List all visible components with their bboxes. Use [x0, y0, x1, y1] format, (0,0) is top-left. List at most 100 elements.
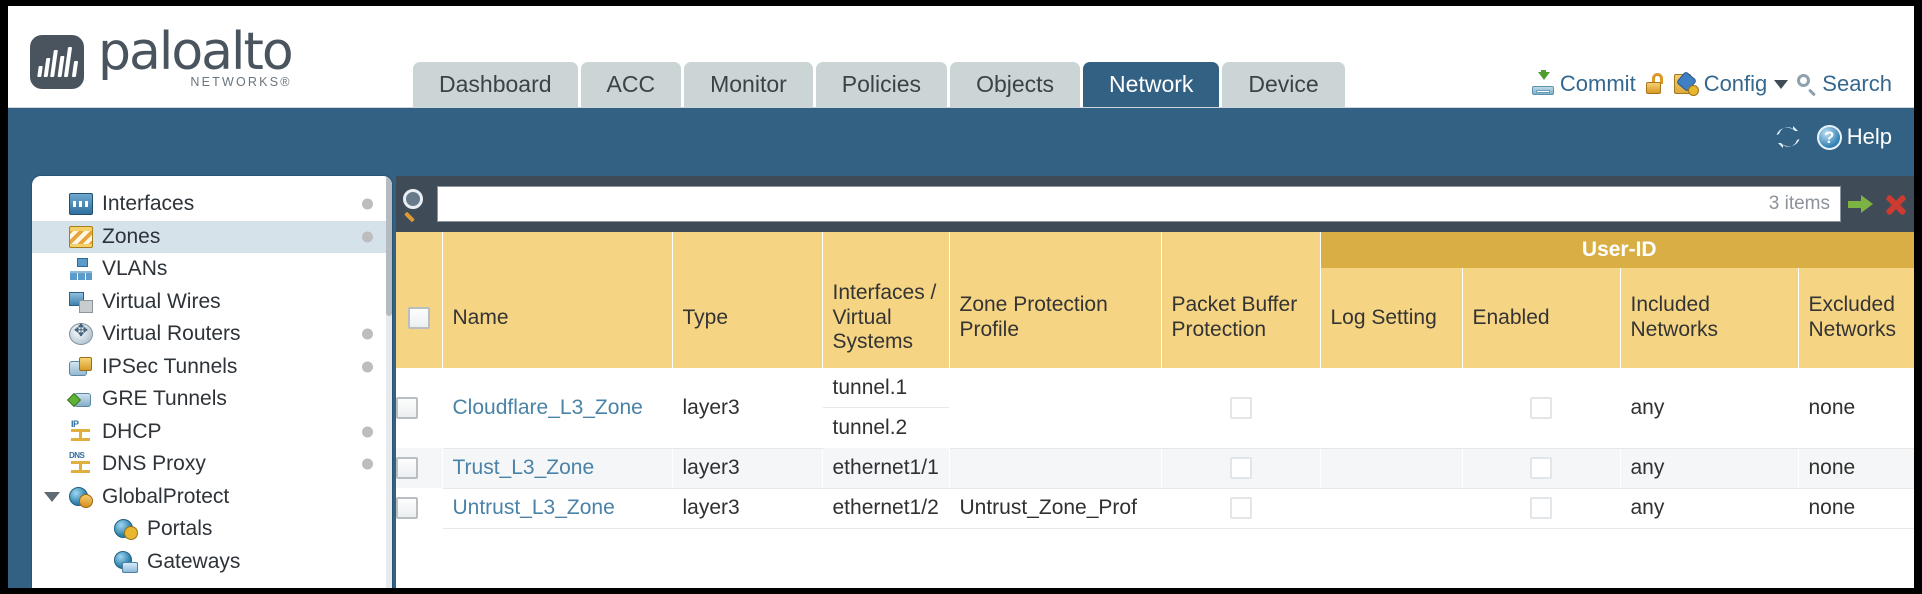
column-header-zone-protection-profile[interactable]: Zone Protection Profile [949, 268, 1162, 368]
cell-name[interactable]: Untrust_L3_Zone [442, 488, 673, 529]
user-id-enabled-checkbox[interactable] [1530, 497, 1552, 520]
packet-buffer-protection-checkbox[interactable] [1229, 397, 1252, 420]
row-checkbox[interactable] [396, 497, 418, 519]
zone-name-link[interactable]: Trust_L3_Zone [452, 456, 595, 479]
table-row[interactable]: Cloudflare_L3_Zone layer3 tunnel.1 tunne… [396, 368, 1914, 449]
tab-policies[interactable]: Policies [815, 61, 948, 107]
sidebar-item-interfaces[interactable]: Interfaces [32, 188, 392, 221]
sidebar-scroll-region: Interfaces Zones VLANs Virtual Wires [32, 188, 392, 588]
sidebar-scrollbar[interactable] [386, 176, 392, 588]
sidebar-item-dns-proxy[interactable]: DNS Proxy [32, 448, 392, 481]
search-input[interactable] [438, 188, 1769, 220]
cell-log-setting [1320, 448, 1463, 489]
table-group-header-row: User-ID [396, 232, 1914, 268]
main-tab-bar: Dashboard ACC Monitor Policies Objects N… [413, 61, 1345, 107]
select-all-header[interactable] [396, 268, 443, 368]
cell-type: layer3 [672, 488, 823, 529]
sidebar-item-dhcp[interactable]: DHCP [32, 416, 392, 449]
cell-name[interactable]: Cloudflare_L3_Zone [442, 368, 673, 449]
select-all-checkbox[interactable] [407, 307, 430, 330]
config-menu-button[interactable]: Config [1673, 70, 1789, 97]
tab-dashboard[interactable]: Dashboard [413, 61, 578, 107]
sidebar-item-virtual-routers[interactable]: Virtual Routers [32, 318, 392, 351]
status-dot [362, 458, 373, 470]
dhcp-icon [69, 419, 93, 443]
tab-device[interactable]: Device [1222, 61, 1345, 107]
sidebar-item-zones[interactable]: Zones [32, 220, 392, 253]
scrollbar-thumb[interactable] [386, 176, 392, 316]
zones-table-container: User-ID Name Type Interfaces / Virtual S… [396, 232, 1914, 588]
tab-monitor[interactable]: Monitor [684, 61, 813, 107]
sidebar-item-label: IPSec Tunnels [102, 354, 238, 378]
padlock-icon [1645, 73, 1665, 95]
tab-objects[interactable]: Objects [950, 61, 1081, 107]
tab-network[interactable]: Network [1083, 61, 1220, 107]
globalprotect-icon [69, 486, 93, 508]
sidebar-item-ipsec-tunnels[interactable]: IPSec Tunnels [32, 351, 392, 384]
cell-packet-buffer-protection[interactable] [1161, 368, 1321, 449]
search-field-wrapper[interactable]: 3 items [437, 186, 1841, 222]
cell-packet-buffer-protection[interactable] [1161, 488, 1321, 529]
cell-included-networks: any [1620, 448, 1799, 489]
refresh-icon[interactable] [1775, 125, 1801, 149]
table-row[interactable]: Untrust_L3_Zone layer3 ethernet1/2 Untru… [396, 488, 1914, 529]
status-dot [362, 426, 373, 438]
sidebar-item-label: Virtual Routers [102, 322, 241, 346]
user-id-enabled-checkbox[interactable] [1530, 397, 1552, 420]
packet-buffer-protection-checkbox[interactable] [1229, 457, 1252, 480]
search-button[interactable]: Search [1797, 71, 1892, 97]
user-id-enabled-checkbox[interactable] [1530, 457, 1552, 480]
sidebar-item-gre-tunnels[interactable]: GRE Tunnels [32, 383, 392, 416]
cell-user-id-enabled[interactable] [1462, 488, 1621, 529]
row-select-cell[interactable] [396, 448, 443, 488]
sidebar-item-virtual-wires[interactable]: Virtual Wires [32, 286, 392, 319]
cell-zone-protection-profile: Untrust_Zone_Prof [949, 488, 1162, 529]
sidebar-item-label: Portals [147, 517, 213, 541]
cell-name[interactable]: Trust_L3_Zone [442, 448, 673, 489]
row-checkbox[interactable] [396, 457, 418, 479]
column-header-log-setting[interactable]: Log Setting [1320, 268, 1463, 368]
column-header-excluded-networks[interactable]: Excluded Networks [1798, 268, 1914, 368]
column-header-interfaces[interactable]: Interfaces / Virtual Systems [822, 268, 950, 368]
help-button[interactable]: ? Help [1816, 124, 1892, 150]
portals-icon [114, 518, 138, 541]
zone-name-link[interactable]: Untrust_L3_Zone [452, 496, 615, 519]
column-header-type[interactable]: Type [672, 268, 823, 368]
column-header-packet-buffer-protection[interactable]: Packet Buffer Protection [1161, 268, 1321, 368]
status-dot [362, 328, 373, 340]
group-spacer [442, 232, 673, 268]
row-select-cell[interactable] [396, 368, 443, 448]
sidebar-item-label: DNS Proxy [102, 452, 206, 476]
row-checkbox[interactable] [396, 397, 418, 419]
table-row[interactable]: Trust_L3_Zone layer3 ethernet1/1 any [396, 448, 1914, 489]
cell-excluded-networks: none [1798, 448, 1914, 489]
expander-triangle-icon[interactable] [44, 491, 60, 502]
row-select-cell[interactable] [396, 488, 443, 528]
sidebar-item-vlans[interactable]: VLANs [32, 253, 392, 286]
packet-buffer-protection-checkbox[interactable] [1229, 497, 1252, 520]
sidebar-item-globalprotect[interactable]: GlobalProtect [32, 481, 392, 514]
virtual-routers-icon [69, 321, 93, 346]
clear-filter-button[interactable] [1882, 191, 1909, 218]
cell-user-id-enabled[interactable] [1462, 368, 1621, 449]
sidebar-item-portals[interactable]: Portals [32, 513, 392, 546]
commit-button[interactable]: Commit [1531, 70, 1636, 97]
filter-search-icon [401, 188, 433, 223]
sidebar-item-label: GRE Tunnels [102, 387, 227, 411]
cell-user-id-enabled[interactable] [1462, 448, 1621, 489]
sidebar-item-label: DHCP [102, 419, 162, 443]
column-header-name[interactable]: Name [442, 268, 673, 368]
tab-acc[interactable]: ACC [580, 61, 682, 107]
group-spacer [949, 232, 1162, 268]
gateways-icon [114, 550, 138, 573]
column-header-included-networks[interactable]: Included Networks [1620, 268, 1799, 368]
apply-filter-button[interactable] [1846, 189, 1876, 219]
column-header-enabled[interactable]: Enabled [1462, 268, 1621, 368]
sidebar-item-gateways[interactable]: Gateways [32, 546, 392, 579]
interface-entry: tunnel.2 [832, 416, 908, 439]
lock-button[interactable] [1645, 73, 1665, 95]
zone-name-link[interactable]: Cloudflare_L3_Zone [452, 395, 643, 419]
cell-included-networks: any [1620, 488, 1799, 529]
cell-packet-buffer-protection[interactable] [1161, 448, 1321, 489]
ipsec-tunnels-icon [69, 356, 93, 378]
